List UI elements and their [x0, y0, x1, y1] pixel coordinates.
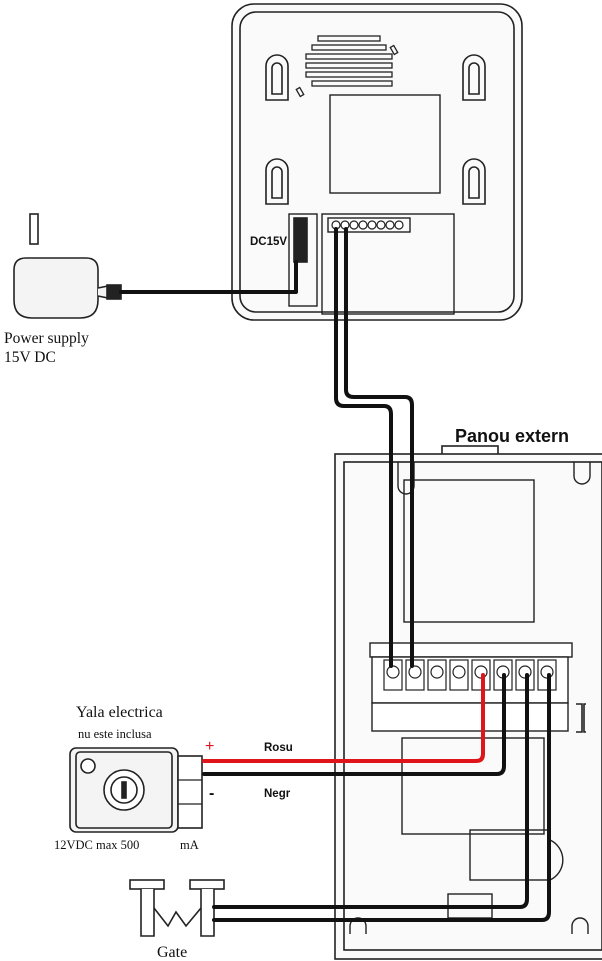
gate-label: Gate	[157, 944, 187, 961]
outdoor-panel-title: Panou extern	[455, 426, 569, 446]
power-adapter-icon	[13, 213, 122, 319]
lock-title: Yala electrica	[76, 704, 163, 721]
wire-gate-1	[212, 673, 529, 909]
electric-lock-icon	[69, 747, 203, 833]
mounting-holes	[265, 54, 486, 205]
dc-jack	[288, 213, 318, 307]
wire-red-label: Rosu	[264, 742, 293, 754]
lock-minus-terminal: -	[209, 785, 214, 802]
gate-icon	[129, 879, 225, 937]
monitor-terminal-block	[331, 220, 404, 230]
lock-plus-terminal: +	[205, 738, 214, 755]
outdoor-panel	[334, 445, 602, 960]
wire-monitor-2	[344, 227, 414, 668]
indoor-monitor-back	[231, 3, 523, 321]
power-supply-label: Power supply	[4, 330, 89, 347]
lock-rating: 12VDC max 500	[54, 838, 139, 852]
wires	[119, 227, 551, 922]
wire-lock-red	[202, 673, 485, 763]
lock-note: nu este inclusa	[78, 727, 152, 741]
wire-power	[119, 260, 298, 294]
dc-jack-label: DC15V	[250, 236, 287, 248]
speaker-grille	[295, 35, 399, 98]
lock-rating-unit: mA	[180, 838, 199, 852]
wire-gate-2	[212, 673, 551, 922]
wire-lock-black	[202, 673, 506, 776]
wire-monitor-1	[334, 227, 393, 668]
wire-black-label: Negr	[264, 788, 291, 800]
power-supply-voltage: 15V DC	[4, 349, 56, 366]
